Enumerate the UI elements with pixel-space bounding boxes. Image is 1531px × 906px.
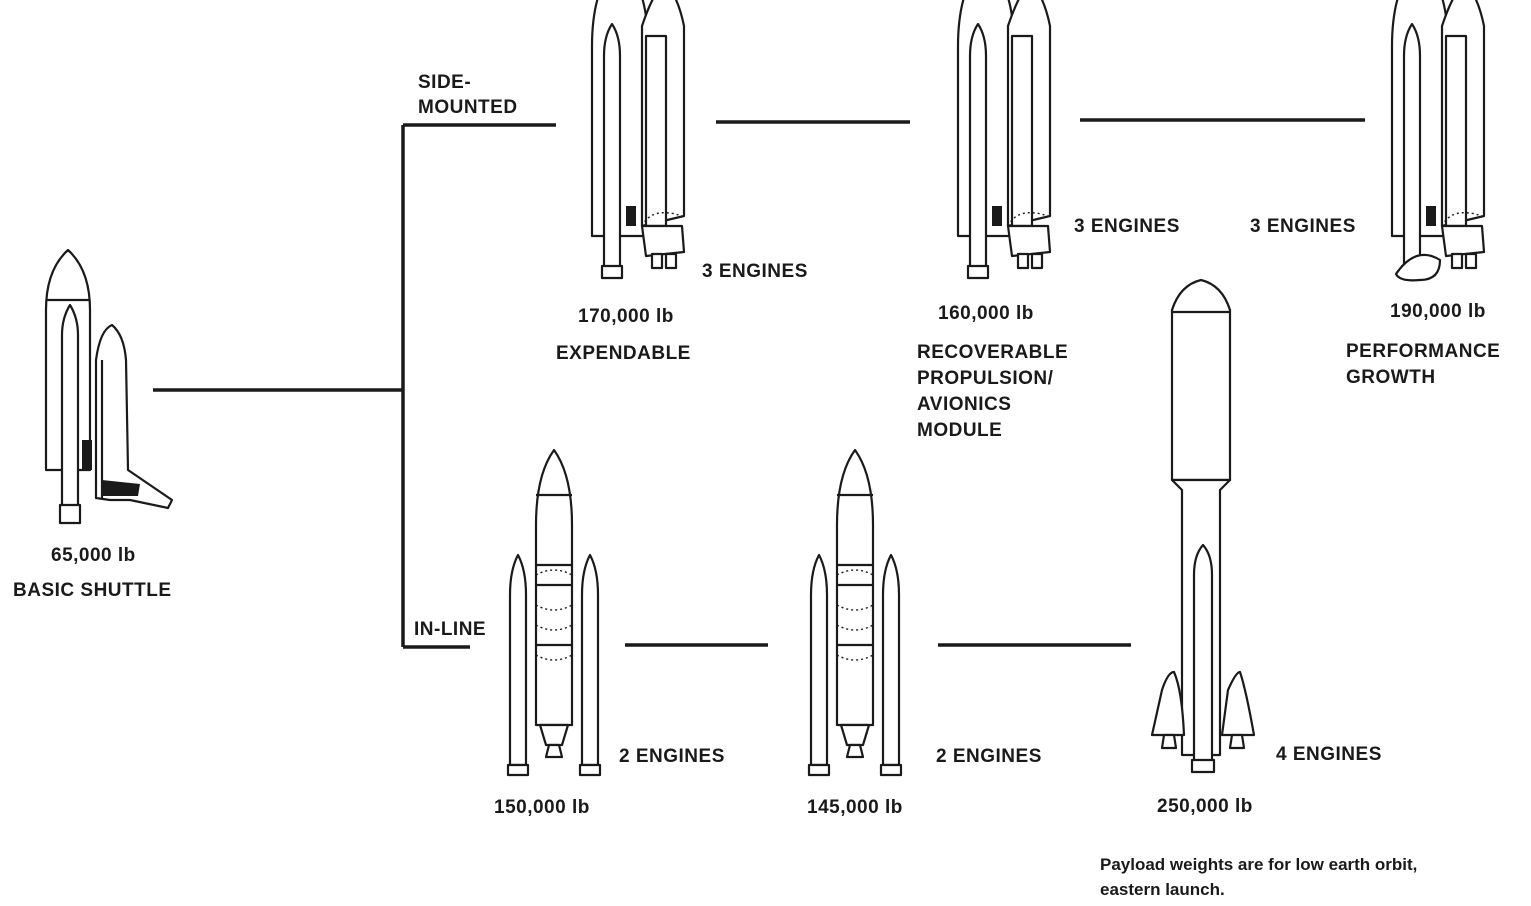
inline-3-weight: 250,000 lb <box>1157 796 1253 817</box>
side-mounted-label-line2: MOUNTED <box>418 97 518 118</box>
side-3-name-line1: PERFORMANCE <box>1346 341 1501 362</box>
side-3-engines: 3 ENGINES <box>1250 216 1356 237</box>
side-2-name-line3: AVIONICS <box>917 394 1012 415</box>
basic-shuttle-name: BASIC SHUTTLE <box>13 580 172 601</box>
side-1-weight: 170,000 lb <box>578 306 674 327</box>
inline-2-weight: 145,000 lb <box>807 797 903 818</box>
side-2-name-line1: RECOVERABLE <box>917 342 1069 363</box>
side-2-name-line4: MODULE <box>917 420 1003 441</box>
footnote-line2: eastern launch. <box>1100 880 1225 899</box>
in-line-250k-drawing <box>1150 278 1256 774</box>
side-2-weight: 160,000 lb <box>938 303 1034 324</box>
inline-1-engines: 2 ENGINES <box>619 746 725 767</box>
inline-2-engines: 2 ENGINES <box>936 746 1042 767</box>
basic-shuttle-weight: 65,000 lb <box>51 545 136 566</box>
side-mounted-label-line1: SIDE- <box>418 72 472 93</box>
side-mounted-expendable-drawing <box>590 0 686 280</box>
side-mounted-growth-drawing <box>1390 0 1486 282</box>
inline-1-weight: 150,000 lb <box>494 797 590 818</box>
basic-shuttle-drawing <box>44 248 174 525</box>
side-2-engines: 3 ENGINES <box>1074 216 1180 237</box>
side-1-engines: 3 ENGINES <box>702 261 808 282</box>
side-mounted-recoverable-drawing <box>956 0 1052 280</box>
side-2-name-line2: PROPULSION/ <box>917 368 1054 389</box>
side-3-name-line2: GROWTH <box>1346 367 1436 388</box>
in-line-145k-drawing <box>807 448 903 777</box>
side-3-weight: 190,000 lb <box>1390 301 1486 322</box>
in-line-150k-drawing <box>506 448 602 777</box>
in-line-label: IN-LINE <box>414 619 487 640</box>
footnote-line1: Payload weights are for low earth orbit, <box>1100 855 1418 874</box>
side-1-name-line1: EXPENDABLE <box>556 343 691 364</box>
inline-3-engines: 4 ENGINES <box>1276 744 1382 765</box>
